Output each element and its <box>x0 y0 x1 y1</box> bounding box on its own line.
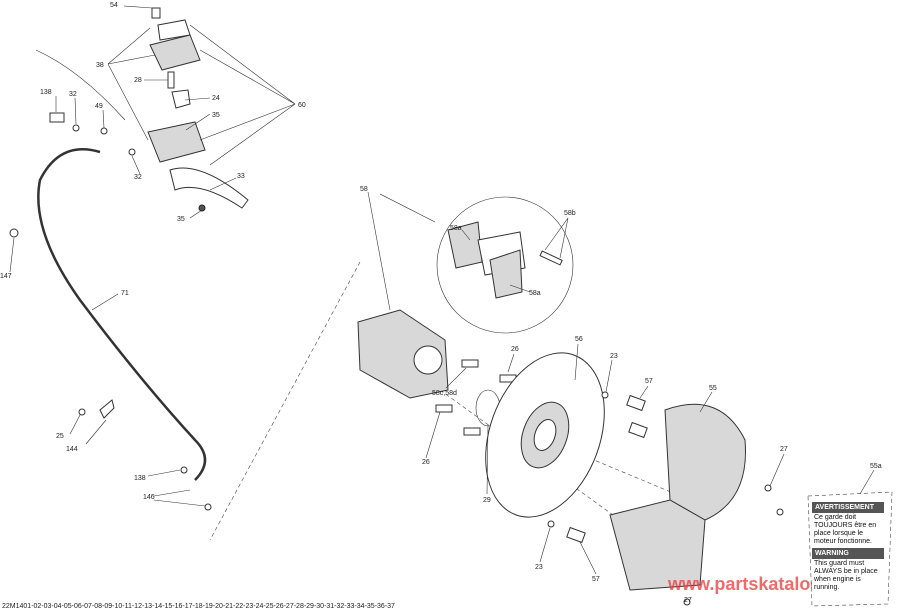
callout: 54 <box>110 2 118 9</box>
callout: 29 <box>483 497 491 504</box>
decal-text-en: This guard must ALWAYS be in place when … <box>814 560 878 591</box>
assembly-line <box>209 261 361 541</box>
assembly-line <box>439 389 621 521</box>
callout: 33 <box>237 173 245 180</box>
callout: 38 <box>96 62 104 69</box>
brake-caliper[interactable] <box>357 309 517 436</box>
callout: 146 <box>143 494 155 501</box>
callout: 58a <box>450 225 462 232</box>
callout: 138 <box>40 89 52 96</box>
callout: 23 <box>610 353 618 360</box>
callout: 32 <box>69 91 77 98</box>
callout: 56 <box>575 336 583 343</box>
callout: 25 <box>56 433 64 440</box>
brake-pads[interactable] <box>447 221 563 299</box>
callout: 57 <box>645 378 653 385</box>
disc-guard[interactable] <box>547 391 784 606</box>
callout: 27 <box>684 597 692 604</box>
decal-outline <box>807 491 893 607</box>
diagram-code: 22M1401-02-03-04-05-06-07-08-09-10-11-12… <box>2 603 395 610</box>
callout: 147 <box>0 273 12 280</box>
callout: 23 <box>535 564 543 571</box>
callout: 144 <box>66 446 78 453</box>
callout: 26 <box>511 346 519 353</box>
callout: 58 <box>360 186 368 193</box>
callout: 35 <box>212 112 220 119</box>
callout: 58a <box>529 290 541 297</box>
callout: 27 <box>780 446 788 453</box>
callout: 60 <box>298 102 306 109</box>
callout: 57 <box>592 576 600 583</box>
decal-text-fr: Ce garde doit TOUJOURS être en place lor… <box>814 514 877 545</box>
callout: 55 <box>709 385 717 392</box>
callout: 32 <box>134 174 142 181</box>
callout: 24 <box>212 95 220 102</box>
brake-hose[interactable] <box>9 49 212 511</box>
decal-title-fr: AVERTISSEMENT <box>812 502 884 513</box>
callout: 49 <box>95 103 103 110</box>
callout: 58c,58d <box>432 390 457 397</box>
master-cylinder[interactable] <box>147 7 249 212</box>
brake-disc[interactable] <box>464 336 626 533</box>
callout: 71 <box>121 290 129 297</box>
callout: 26 <box>422 459 430 466</box>
callout: 138 <box>134 475 146 482</box>
watermark: www.partskatalog.ru <box>668 574 845 594</box>
leader-lines <box>9 5 875 575</box>
callout: 58b <box>564 210 576 217</box>
callout: 35 <box>177 216 185 223</box>
callout: 28 <box>134 77 142 84</box>
detail-circle <box>436 196 574 334</box>
callout: 55a <box>870 463 882 470</box>
callout-labels: 54 38 60 28 24 35 138 32 49 32 33 35 147… <box>0 2 882 604</box>
warning-decal: AVERTISSEMENT Ce garde doit TOUJOURS êtr… <box>812 502 884 594</box>
decal-title-en: WARNING <box>812 548 884 559</box>
